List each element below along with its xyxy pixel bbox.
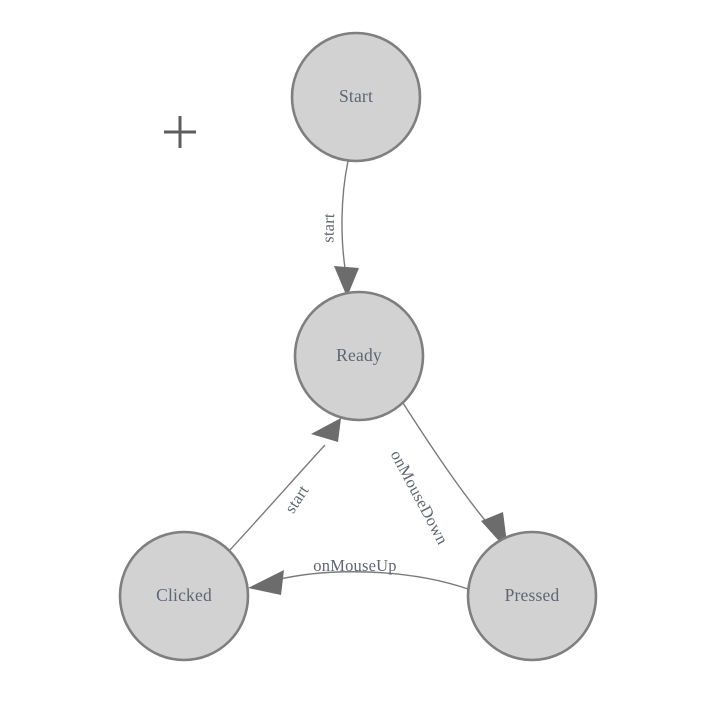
node-pressed[interactable]: Pressed: [466, 530, 598, 662]
node-label-ready: Ready: [336, 345, 382, 365]
edge-clicked-to-ready[interactable]: start: [228, 418, 341, 552]
edge-path-ready-to-pressed: [402, 402, 501, 539]
node-start[interactable]: Start: [290, 31, 422, 163]
node-label-pressed: Pressed: [505, 585, 560, 605]
node-circle-ready[interactable]: [293, 290, 425, 422]
plus-icon[interactable]: [164, 116, 196, 148]
edge-label-clicked-to-ready: start: [281, 481, 313, 516]
node-label-clicked: Clicked: [156, 585, 212, 605]
node-ready[interactable]: Ready: [293, 290, 425, 422]
edge-label-start-to-ready: start: [318, 213, 338, 243]
node-circle-pressed[interactable]: [466, 530, 598, 662]
edge-ready-to-pressed[interactable]: onMouseDown: [387, 402, 508, 551]
arrowhead-into-ready-from-start: [334, 266, 359, 297]
node-circle-start[interactable]: [290, 31, 422, 163]
edge-start-to-ready[interactable]: start: [318, 160, 359, 297]
edge-pressed-to-clicked[interactable]: onMouseUp: [248, 556, 469, 595]
arrowhead-into-ready-from-clicked: [311, 418, 341, 442]
edge-path-clicked-to-ready: [228, 444, 326, 552]
edge-label-pressed-to-clicked: onMouseUp: [313, 556, 396, 575]
node-circle-clicked[interactable]: [118, 530, 250, 662]
node-label-start: Start: [339, 86, 373, 106]
edge-path-start-to-ready: [341, 160, 349, 269]
node-clicked[interactable]: Clicked: [118, 530, 250, 662]
arrowhead-into-clicked-from-pressed: [248, 570, 284, 595]
edge-path-pressed-to-clicked: [275, 571, 469, 590]
